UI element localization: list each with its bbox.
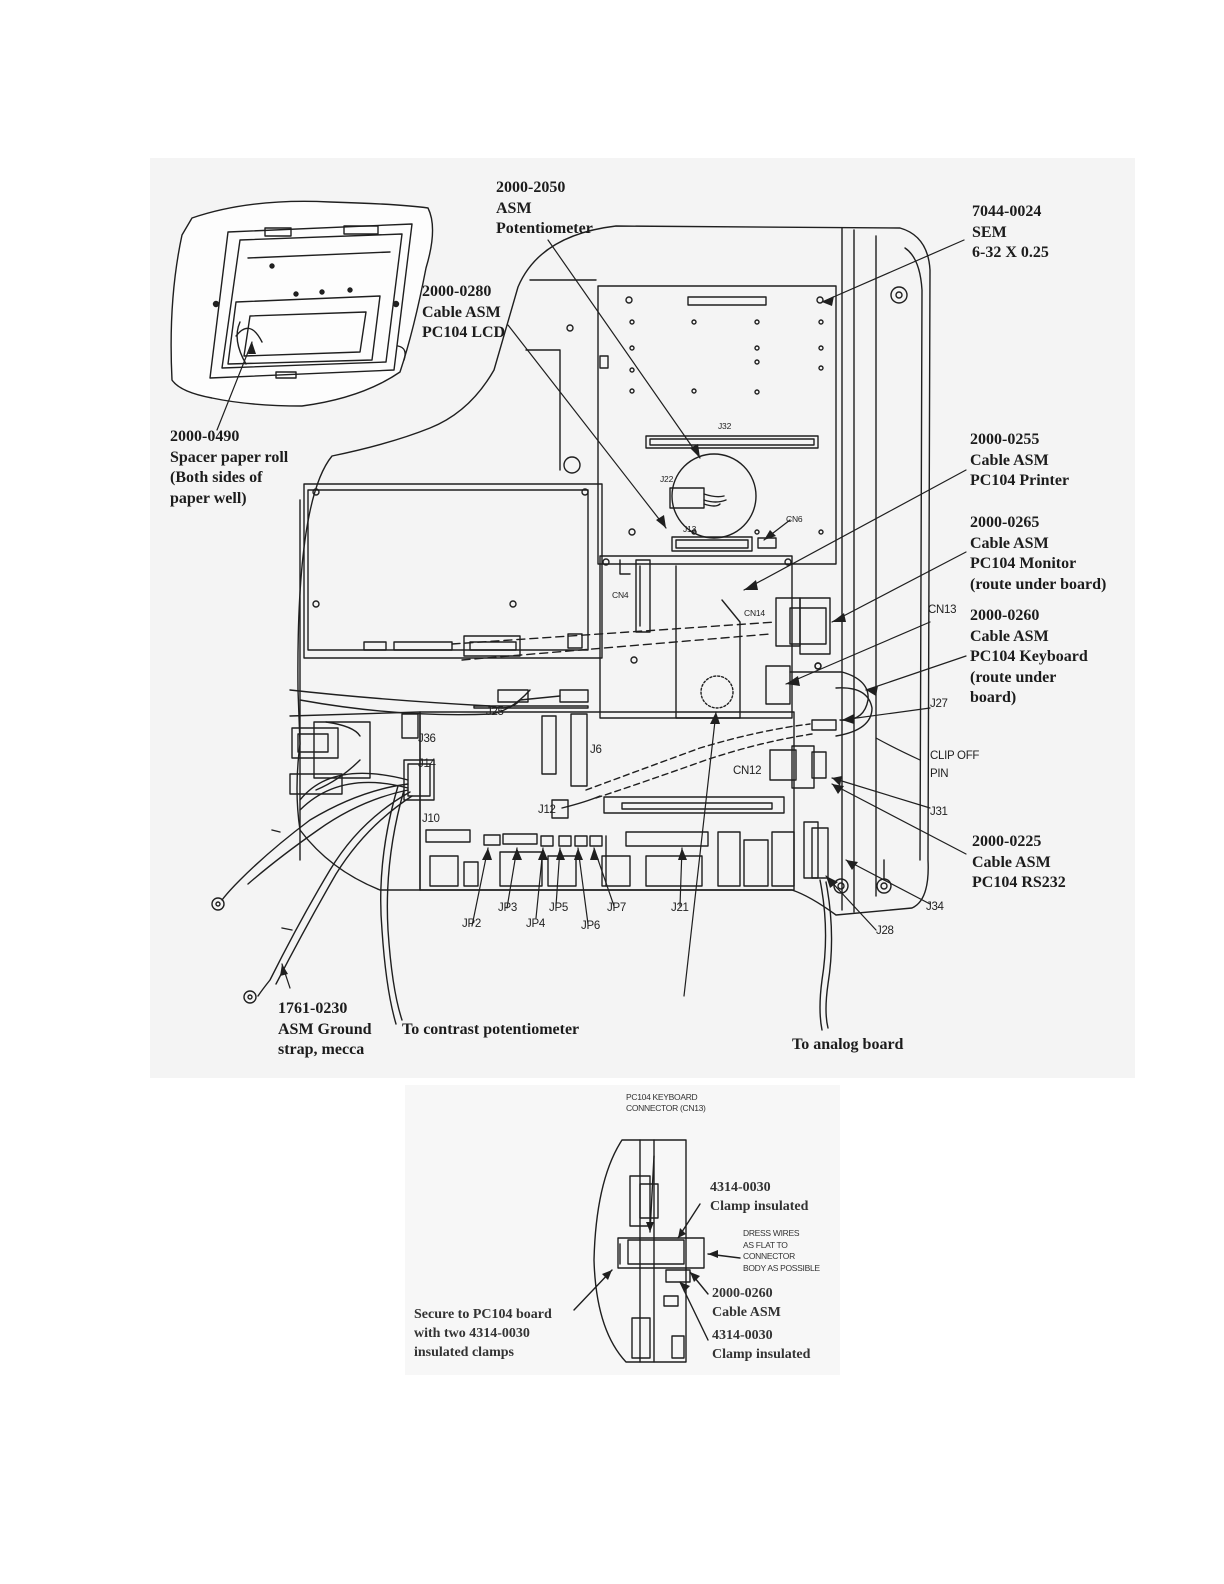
- label-j32: J32: [718, 421, 732, 431]
- io-board: [599, 555, 822, 719]
- label-jp3: JP3: [498, 902, 517, 914]
- detail-diagram-panel: [405, 1085, 840, 1375]
- label-j34: J34: [926, 901, 944, 913]
- label-jp6: JP6: [581, 920, 600, 932]
- cables: [211, 621, 833, 1031]
- right-connectors: [765, 597, 873, 789]
- leader-lines: [216, 239, 967, 997]
- label-cn6: CN6: [786, 514, 803, 524]
- label-j6: J6: [590, 744, 602, 756]
- chassis-housing: [296, 225, 931, 916]
- transformer-area: [289, 689, 531, 891]
- lcd-board: [303, 483, 603, 659]
- label-jp4: JP4: [526, 918, 545, 930]
- label-j27: J27: [930, 698, 948, 710]
- label-jp5: JP5: [549, 902, 568, 914]
- mother-board: [419, 689, 829, 891]
- label-j10: J10: [422, 813, 440, 825]
- label-cn13: CN13: [928, 604, 957, 616]
- arrowheads: [248, 296, 878, 976]
- label-cn12: CN12: [733, 765, 762, 777]
- callout-contrast-potentiometer: To contrast potentiometer: [402, 1021, 580, 1038]
- label-cn4: CN4: [612, 590, 629, 600]
- label-j22: J22: [660, 474, 674, 484]
- label-j13: J13: [683, 524, 697, 534]
- label-j28: J28: [876, 925, 894, 937]
- label-j36: J36: [418, 733, 436, 745]
- label-jp7: JP7: [607, 902, 626, 914]
- label-jp2: JP2: [462, 918, 481, 930]
- label-cn14: CN14: [744, 608, 765, 618]
- label-j12: J12: [538, 804, 556, 816]
- label-j25: J25: [486, 706, 504, 718]
- printer-tray-inset: [170, 200, 434, 407]
- cpu-board: [597, 285, 837, 565]
- label-j31: J31: [930, 806, 948, 818]
- label-j21: J21: [671, 902, 689, 914]
- callout-analog-board: To analog board: [792, 1036, 904, 1053]
- label-j14: J14: [418, 758, 436, 770]
